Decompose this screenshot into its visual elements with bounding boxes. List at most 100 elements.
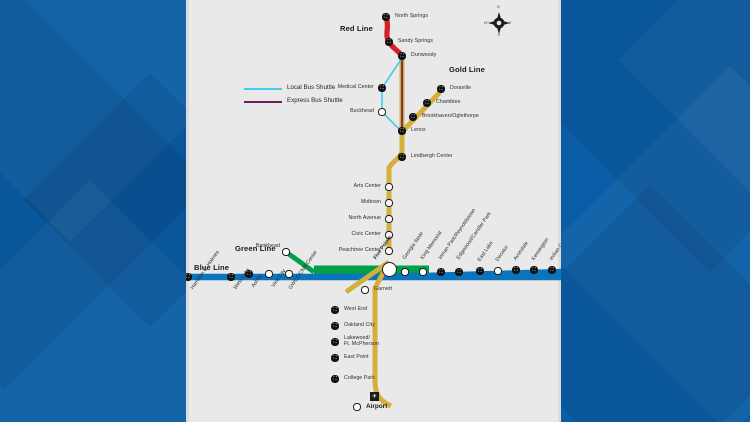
station-inman-park-reynoldstown[interactable]: ⛶ bbox=[437, 268, 445, 276]
station-ashby[interactable]: ⛶ bbox=[245, 270, 253, 278]
station-hamilton-e-holmes[interactable]: ⛶ bbox=[186, 273, 192, 281]
bus-icon: ⛶ bbox=[550, 266, 554, 272]
panel-right-edge bbox=[558, 0, 561, 422]
station-label-garnett: Garnett bbox=[374, 286, 393, 292]
airport-icon: ✈ bbox=[370, 392, 379, 401]
red-line-north bbox=[383, 14, 405, 59]
station-edgewood-candler-park[interactable]: ⛶ bbox=[455, 268, 463, 276]
station-vine-city[interactable] bbox=[265, 270, 273, 278]
station-arts-center[interactable] bbox=[385, 183, 393, 191]
station-west-end[interactable]: ⛶ bbox=[331, 306, 339, 314]
gold-line-south bbox=[372, 260, 393, 409]
station-georgia-state[interactable] bbox=[401, 268, 409, 276]
bus-icon: ⛶ bbox=[333, 354, 337, 360]
panel-left-edge bbox=[186, 0, 189, 422]
bus-icon: ⛶ bbox=[247, 270, 251, 276]
station-west-lake[interactable]: ⛶ bbox=[227, 273, 235, 281]
station-label-buckhead: Buckhead bbox=[350, 108, 374, 114]
legend-label-express-bus: Express Bus Shuttle bbox=[287, 97, 343, 104]
legend-swatch-local-bus bbox=[244, 88, 282, 91]
bus-icon: ⛶ bbox=[229, 273, 233, 279]
bus-icon: ⛶ bbox=[186, 273, 190, 279]
station-label-medical-center: Medical Center bbox=[337, 84, 374, 90]
line-label-red: Red Line bbox=[340, 24, 373, 33]
bus-icon: ⛶ bbox=[333, 306, 337, 312]
station-peachtree-center[interactable] bbox=[385, 247, 393, 255]
station-label-midtown: Midtown bbox=[360, 199, 381, 205]
station-label-dunwoody: Dunwoody bbox=[411, 52, 437, 58]
compass-east-label: E bbox=[509, 21, 512, 25]
station-label-civic-center: Civic Center bbox=[351, 231, 381, 237]
station-lakewood-ft-mcpherson[interactable]: ⛶ bbox=[331, 338, 339, 346]
station-kensington[interactable]: ⛶ bbox=[530, 266, 538, 274]
station-king-memorial[interactable] bbox=[419, 268, 427, 276]
station-east-lake[interactable]: ⛶ bbox=[476, 267, 484, 275]
station-medical-center[interactable]: ⛶ bbox=[378, 84, 386, 92]
station-avondale[interactable]: ⛶ bbox=[512, 266, 520, 274]
gold-trunk-mid bbox=[386, 132, 405, 255]
station-midtown[interactable] bbox=[385, 199, 393, 207]
station-lenox[interactable]: ⛶ bbox=[398, 127, 406, 135]
bus-icon: ⛶ bbox=[333, 375, 337, 381]
station-brookhaven-oglethorpe[interactable]: ⛶ bbox=[409, 113, 417, 121]
station-label-north-avenue: North Avenue bbox=[348, 215, 381, 221]
bus-icon: ⛶ bbox=[478, 267, 482, 273]
station-airport[interactable] bbox=[353, 403, 361, 411]
bus-icon: ⛶ bbox=[380, 84, 384, 90]
station-label-sandy-springs: Sandy Springs bbox=[398, 38, 434, 44]
station-sandy-springs[interactable]: ⛶ bbox=[385, 38, 393, 46]
station-label-doraville: Doraville bbox=[450, 85, 472, 91]
line-label-blue: Blue Line bbox=[194, 263, 230, 272]
bus-icon: ⛶ bbox=[411, 113, 415, 119]
station-label-bankhead: Bankhead bbox=[255, 243, 280, 249]
bus-icon: ⛶ bbox=[333, 338, 337, 344]
bus-icon: ⛶ bbox=[400, 52, 404, 58]
station-label-chamblee: Chamblee bbox=[436, 99, 461, 105]
bus-icon: ⛶ bbox=[400, 153, 404, 159]
station-label-college-park: College Park bbox=[344, 375, 375, 381]
station-label-oakland-city: Oakland City bbox=[344, 322, 375, 328]
station-decatur[interactable] bbox=[494, 267, 502, 275]
legend-label-local-bus: Local Bus Shuttle bbox=[287, 84, 336, 91]
bus-icon: ⛶ bbox=[439, 268, 443, 274]
bus-icon: ⛶ bbox=[387, 38, 391, 44]
station-label-lindbergh-center: Lindbergh Center bbox=[411, 153, 453, 159]
line-label-gold: Gold Line bbox=[449, 65, 485, 74]
line-label-green: Green Line bbox=[235, 244, 276, 253]
station-label-brookhaven-oglethorpe: Brookhaven/Oglethorpe bbox=[422, 113, 479, 119]
station-bankhead[interactable] bbox=[282, 248, 290, 256]
station-label-ft-mcpherson: Ft. McPherson bbox=[344, 341, 380, 347]
station-chamblee[interactable]: ⛶ bbox=[423, 99, 431, 107]
station-lindbergh-center[interactable]: ⛶ bbox=[398, 153, 406, 161]
station-label-arts-center: Arts Center bbox=[353, 183, 381, 189]
station-doraville[interactable]: ⛶ bbox=[437, 85, 445, 93]
bus-icon: ⛶ bbox=[439, 85, 443, 91]
station-indian-creek[interactable]: ⛶ bbox=[548, 266, 556, 274]
station-civic-center[interactable] bbox=[385, 231, 393, 239]
station-buckhead[interactable] bbox=[378, 108, 386, 116]
station-oakland-city[interactable]: ⛶ bbox=[331, 322, 339, 330]
station-dunwoody[interactable]: ⛶ bbox=[398, 52, 406, 60]
bus-icon: ⛶ bbox=[400, 127, 404, 133]
bus-icon: ⛶ bbox=[425, 99, 429, 105]
station-garnett[interactable] bbox=[361, 286, 369, 294]
legend-swatch-express-bus bbox=[244, 101, 282, 104]
station-label-airport: Airport bbox=[366, 403, 388, 410]
five-points-hub-station[interactable] bbox=[381, 262, 397, 277]
bus-icon: ⛶ bbox=[514, 266, 518, 272]
station-north-avenue[interactable] bbox=[385, 215, 393, 223]
station-label-lakewood: Lakewood/ bbox=[344, 335, 370, 341]
bus-icon: ⛶ bbox=[333, 322, 337, 328]
transit-map-panel: Red Line Gold Line Blue Line Green Line … bbox=[186, 0, 561, 422]
station-label-lenox: Lenox bbox=[411, 127, 426, 133]
compass-south-label: S bbox=[497, 33, 500, 37]
station-label-west-end: West End bbox=[344, 306, 368, 312]
station-college-park[interactable]: ⛶ bbox=[331, 375, 339, 383]
station-label-north-springs: North Springs bbox=[395, 13, 429, 19]
station-gwcc-cnn-center[interactable] bbox=[285, 270, 293, 278]
station-north-springs[interactable]: ⛶ bbox=[382, 13, 390, 21]
station-label-peachtree-center: Peachtree Center bbox=[338, 247, 381, 253]
station-east-point[interactable]: ⛶ bbox=[331, 354, 339, 362]
compass-west-label: W bbox=[484, 21, 488, 25]
